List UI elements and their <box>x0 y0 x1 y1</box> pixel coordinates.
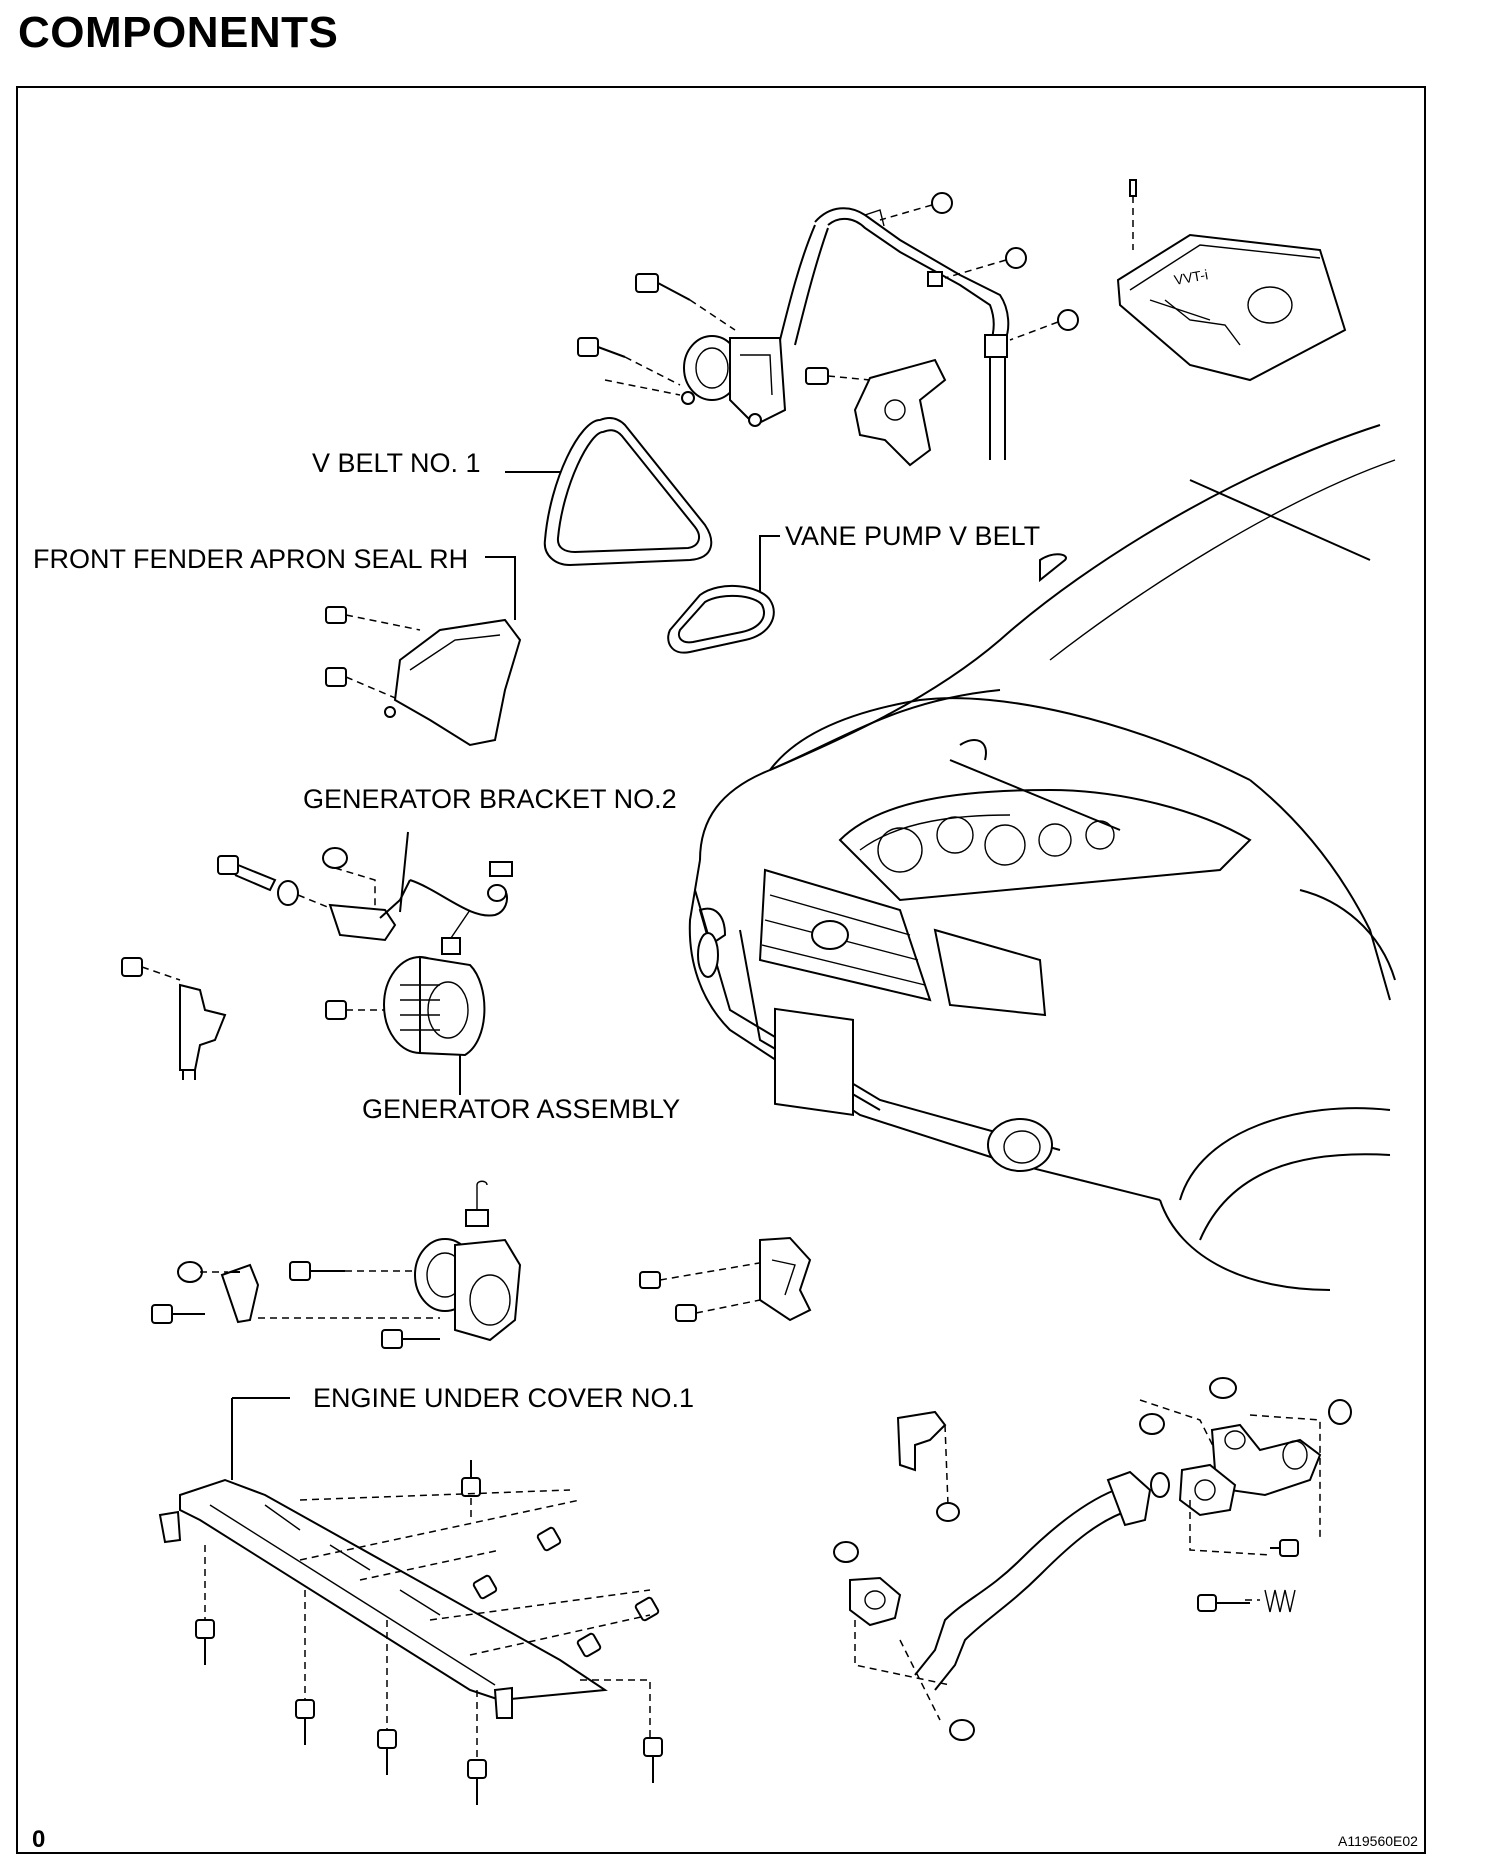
engine-under-cover <box>158 1397 663 1805</box>
bolt-icon <box>381 1329 440 1349</box>
clip-icon <box>158 1510 513 1719</box>
figure-id: A119560E02 <box>1338 1833 1418 1849</box>
bolt-icon <box>472 1574 498 1600</box>
v-belt-no1 <box>505 417 713 567</box>
bolt-icon <box>121 957 181 981</box>
bolt-icon <box>151 1304 205 1324</box>
nut-icon <box>1005 247 1027 269</box>
bolt-icon <box>195 1619 215 1639</box>
bolt-icon <box>217 855 277 892</box>
pulley-icon <box>414 1238 522 1342</box>
page-title: COMPONENTS <box>18 8 339 57</box>
bolt-icon <box>461 1460 481 1497</box>
water-pipe-group <box>833 1377 1352 1741</box>
bolt-icon <box>639 1271 697 1322</box>
pump-assembly-group: VVT-i <box>577 179 1347 467</box>
generator-icon <box>383 955 486 1095</box>
nut-icon <box>949 1719 975 1741</box>
bolt-icon <box>289 1261 345 1281</box>
label-engine-under-cover-no1: ENGINE UNDER COVER NO.1 <box>313 1383 694 1413</box>
pump-bracket-icon <box>805 358 947 467</box>
bolt-icon <box>1197 1594 1250 1612</box>
bolt-icon <box>536 1526 562 1552</box>
svg-text:VVT-i: VVT-i <box>1173 266 1209 288</box>
clip-icon <box>325 606 347 687</box>
nut-icon <box>1057 309 1079 331</box>
vane-pump-v-belt <box>667 535 780 654</box>
diagram-frame <box>16 86 1426 1854</box>
bolt-icon <box>1270 1539 1299 1557</box>
bolt-icon <box>377 1729 397 1749</box>
bolt-icon <box>634 1596 660 1622</box>
label-v-belt-no1: V BELT NO. 1 <box>312 448 481 478</box>
water-pump-group <box>151 1180 812 1349</box>
label-generator-assembly: GENERATOR ASSEMBLY <box>362 1094 680 1124</box>
bolt-icon <box>643 1737 663 1757</box>
generator-bracket-group <box>121 831 513 1095</box>
gasket-icon <box>833 1377 1352 1563</box>
nut-icon <box>177 1261 203 1283</box>
engine-cover-icon: VVT-i <box>1116 179 1347 382</box>
label-vane-pump-v-belt: VANE PUMP V BELT <box>785 521 1040 551</box>
nut-icon <box>936 1502 960 1522</box>
nut-icon <box>322 847 348 869</box>
spring-icon <box>1264 1589 1296 1613</box>
vehicle-illustration <box>688 424 1396 1291</box>
front-fender-apron-seal <box>325 556 522 747</box>
bolt-icon <box>467 1759 487 1779</box>
bolt-icon <box>576 1632 602 1658</box>
bolt-icon <box>295 1699 315 1719</box>
nut-icon <box>1139 1413 1165 1435</box>
bolt-icon <box>577 337 626 358</box>
label-generator-bracket-no2: GENERATOR BRACKET NO.2 <box>303 784 677 814</box>
footer-left-marker: 0 <box>32 1826 46 1853</box>
vane-pump-icon <box>681 335 787 427</box>
label-front-fender-apron-seal-rh: FRONT FENDER APRON SEAL RH <box>33 544 468 574</box>
nut-icon <box>931 192 953 214</box>
bolt-icon <box>325 1000 385 1020</box>
bolt-icon <box>635 273 691 301</box>
washer-icon <box>277 880 299 906</box>
